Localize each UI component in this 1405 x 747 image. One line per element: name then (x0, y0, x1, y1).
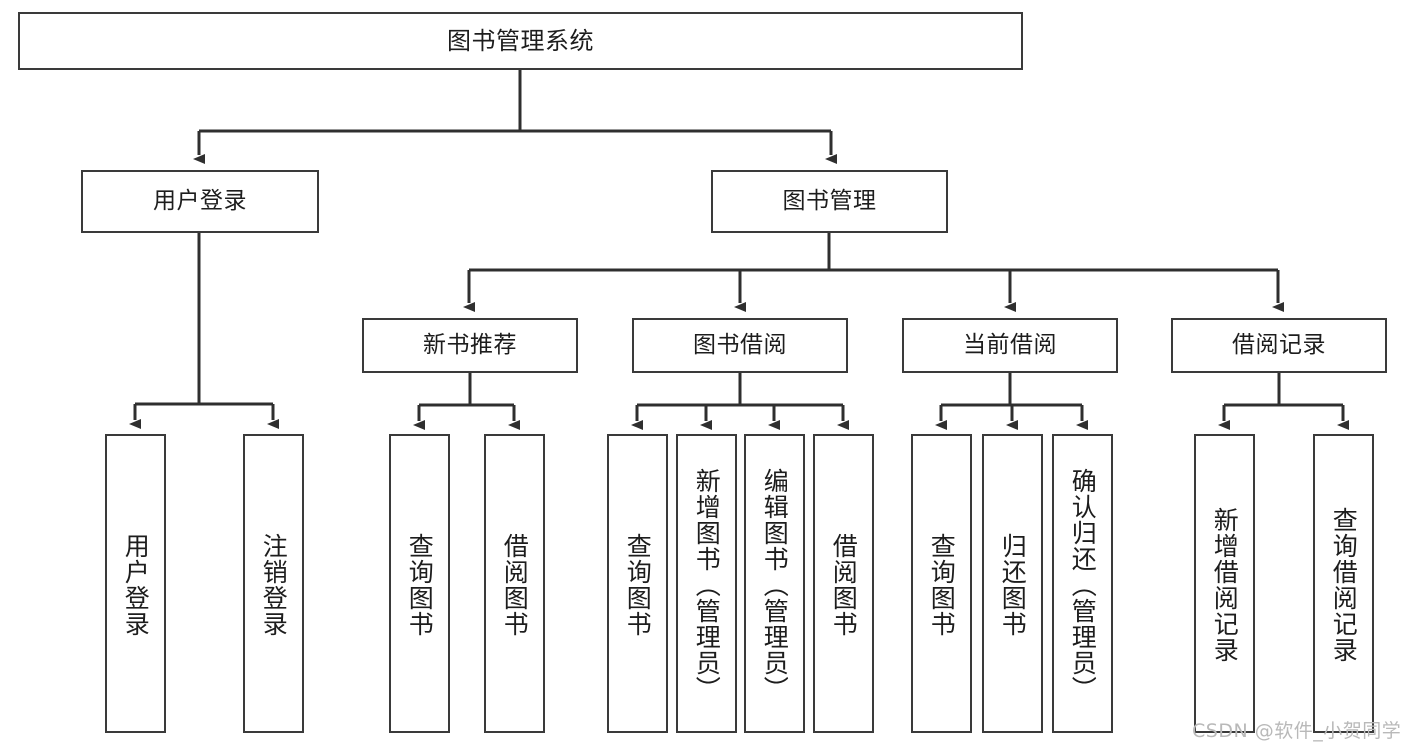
node-book-management[interactable]: 图书管理 (711, 170, 948, 233)
node-borrow-record[interactable]: 借阅记录 (1171, 318, 1387, 373)
node-root-label: 图书管理系统 (447, 26, 594, 55)
leaf-confirm-return-admin[interactable]: 确认归还（管理员） (1052, 434, 1113, 733)
leaf-query-book-current-label: 查询图书 (927, 532, 957, 637)
node-current-borrow-label: 当前借阅 (963, 331, 1057, 358)
leaf-confirm-return-admin-label: 确认归还（管理员） (1068, 467, 1098, 702)
node-user-login-label: 用户登录 (153, 187, 247, 214)
leaf-add-book-admin-label: 新增图书（管理员） (692, 467, 722, 702)
node-new-book-recommend[interactable]: 新书推荐 (362, 318, 578, 373)
leaf-return-book[interactable]: 归还图书 (982, 434, 1043, 733)
leaf-edit-book-admin-label: 编辑图书（管理员） (760, 467, 790, 702)
leaf-borrow-book-label: 借阅图书 (829, 532, 859, 637)
node-current-borrow[interactable]: 当前借阅 (902, 318, 1118, 373)
leaf-add-book-admin[interactable]: 新增图书（管理员） (676, 434, 737, 733)
leaf-add-borrow-record[interactable]: 新增借阅记录 (1194, 434, 1255, 733)
leaf-add-borrow-record-label: 新增借阅记录 (1210, 506, 1240, 663)
leaf-logout-label: 注销登录 (259, 532, 289, 637)
watermark-text: CSDN @软件_小贺同学 (1192, 720, 1402, 742)
leaf-borrow-book[interactable]: 借阅图书 (813, 434, 874, 733)
leaf-query-book-borrow[interactable]: 查询图书 (607, 434, 668, 733)
node-book-borrow[interactable]: 图书借阅 (632, 318, 848, 373)
leaf-query-book-borrow-label: 查询图书 (623, 532, 653, 637)
leaf-query-book-recommend[interactable]: 查询图书 (389, 434, 450, 733)
leaf-edit-book-admin[interactable]: 编辑图书（管理员） (744, 434, 805, 733)
leaf-query-book-recommend-label: 查询图书 (405, 532, 435, 637)
leaf-query-borrow-record[interactable]: 查询借阅记录 (1313, 434, 1374, 733)
leaf-logout[interactable]: 注销登录 (243, 434, 304, 733)
node-root[interactable]: 图书管理系统 (18, 12, 1023, 70)
leaf-borrow-book-recommend-label: 借阅图书 (500, 532, 530, 637)
node-user-login[interactable]: 用户登录 (81, 170, 319, 233)
node-book-borrow-label: 图书借阅 (693, 331, 787, 358)
leaf-query-book-current[interactable]: 查询图书 (911, 434, 972, 733)
node-new-book-recommend-label: 新书推荐 (423, 331, 517, 358)
leaf-borrow-book-recommend[interactable]: 借阅图书 (484, 434, 545, 733)
leaf-query-borrow-record-label: 查询借阅记录 (1329, 506, 1359, 663)
leaf-return-book-label: 归还图书 (998, 532, 1028, 637)
node-borrow-record-label: 借阅记录 (1232, 331, 1326, 358)
leaf-user-login[interactable]: 用户登录 (105, 434, 166, 733)
node-book-management-label: 图书管理 (782, 187, 877, 214)
leaf-user-login-label: 用户登录 (121, 532, 151, 637)
